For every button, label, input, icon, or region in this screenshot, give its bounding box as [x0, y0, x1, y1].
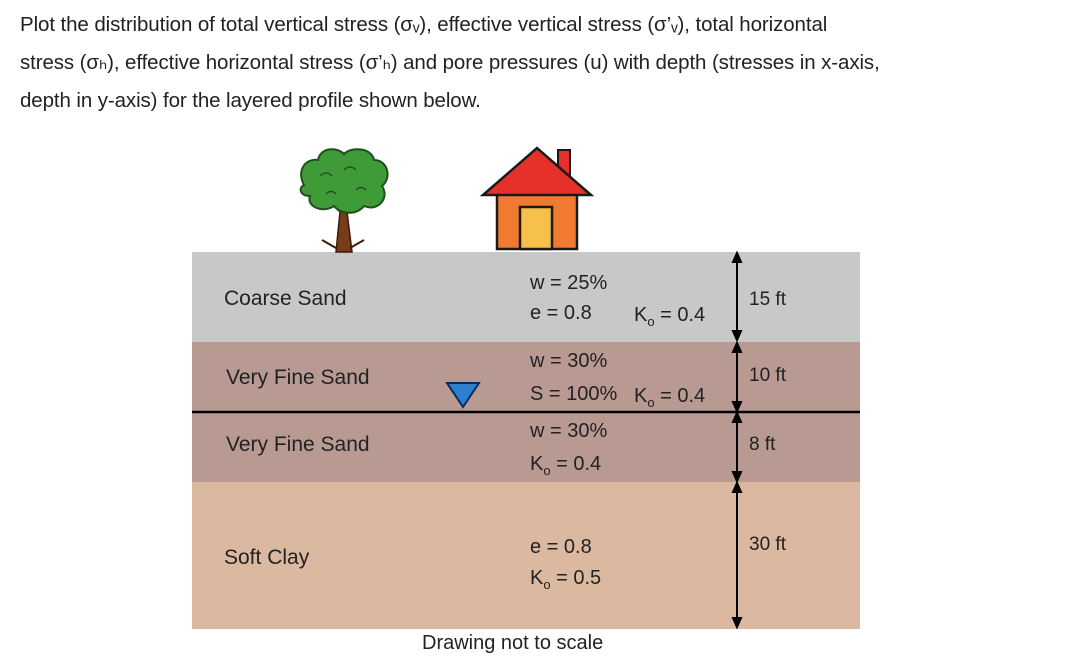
layer-2-w: w = 30% [530, 350, 608, 372]
layer-3-thickness: 8 ft [749, 434, 776, 455]
layer-1-w: w = 25% [530, 272, 608, 294]
layer-3-ko: Ko = 0.4 [530, 453, 602, 478]
thickness-arrows [731, 250, 743, 630]
layer-4-ko: Ko = 0.5 [530, 567, 602, 592]
house-icon [479, 146, 595, 251]
problem-line-3: depth in y-axis) for the layered profile… [20, 89, 481, 112]
layer-2-ko: Ko = 0.4 [634, 385, 706, 410]
layer-coarse-sand [192, 252, 860, 342]
layer-4-thickness: 30 ft [749, 534, 786, 555]
layer-1-e: e = 0.8 [530, 302, 592, 324]
layer-2-s: S = 100% [530, 383, 618, 405]
layer-very-fine-sand-below-wt [192, 412, 860, 482]
scale-caption: Drawing not to scale [422, 632, 604, 654]
layer-1-thickness: 15 ft [749, 289, 786, 310]
layer-very-fine-sand-above-wt [192, 342, 860, 412]
layer-3-name: Very Fine Sand [226, 433, 370, 456]
layer-4-name: Soft Clay [224, 546, 310, 569]
tree-icon [299, 148, 389, 253]
layer-1-name: Coarse Sand [224, 287, 347, 310]
layer-1-ko: Ko = 0.4 [634, 304, 706, 329]
problem-line-2: stress (σₕ), effective horizontal stress… [20, 51, 880, 74]
layer-2-name: Very Fine Sand [226, 366, 370, 389]
layer-4-e: e = 0.8 [530, 536, 592, 558]
water-table-triangle-icon [445, 382, 481, 409]
layer-3-w: w = 30% [530, 420, 608, 442]
layer-soft-clay [192, 482, 860, 629]
layer-2-thickness: 10 ft [749, 365, 786, 386]
problem-line-1: Plot the distribution of total vertical … [20, 13, 828, 36]
problem-statement: Plot the distribution of total vertical … [20, 6, 1070, 120]
